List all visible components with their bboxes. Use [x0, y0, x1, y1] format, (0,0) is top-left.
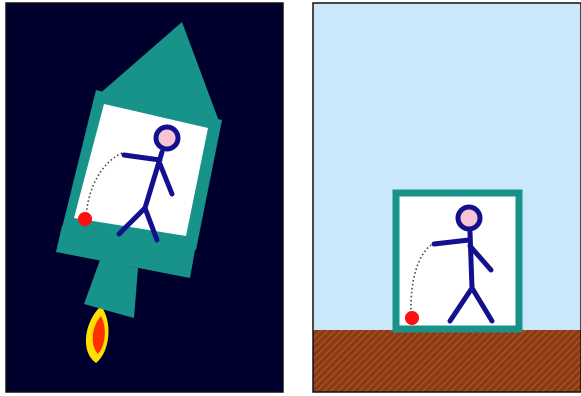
ground — [313, 330, 581, 392]
room-panel — [313, 3, 581, 392]
ball-icon — [405, 311, 419, 325]
ball-icon — [78, 212, 92, 226]
stick-figure-head — [458, 207, 480, 229]
rocket-panel — [6, 3, 283, 392]
stick-figure-head — [156, 127, 178, 149]
